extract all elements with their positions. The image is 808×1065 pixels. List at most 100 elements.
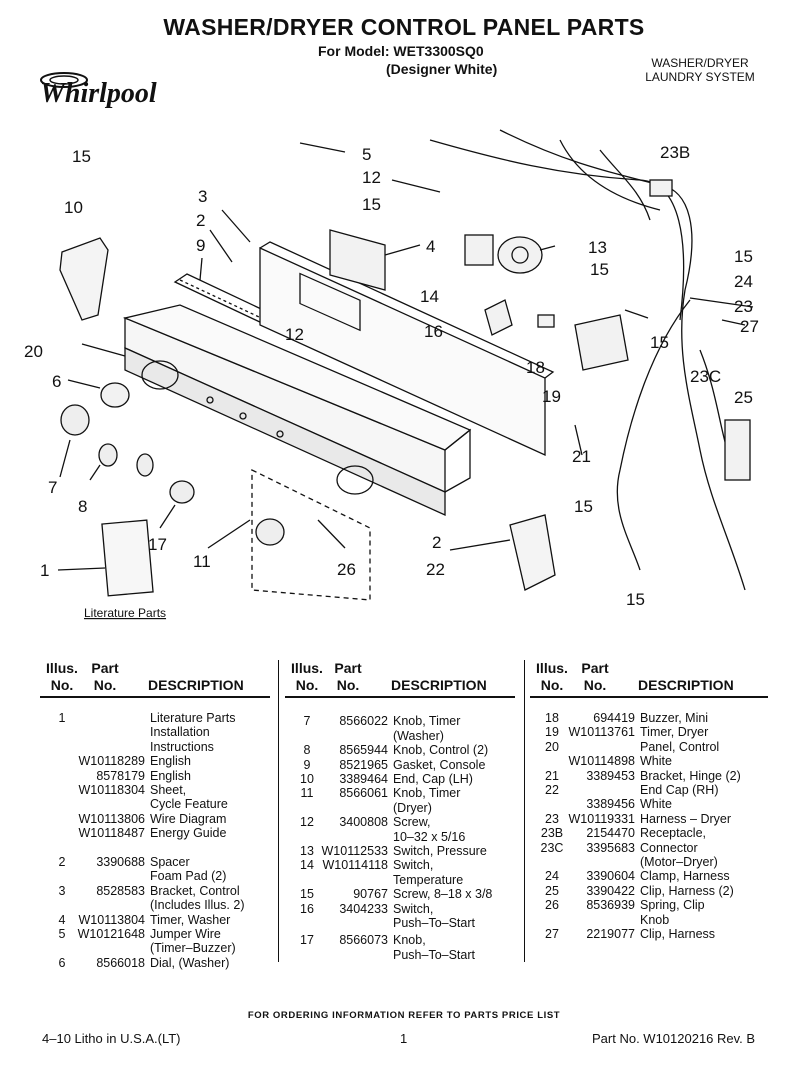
description: End, Cap (LH) (393, 772, 473, 786)
description: End Cap (RH) (640, 783, 719, 797)
illus-number: 13 (300, 844, 314, 858)
exploded-parts-diagram: 15 10 5 12 3 15 2 9 4 13 23B 15 24 15 23… (24, 129, 759, 620)
description: White (640, 797, 672, 812)
callout-6: 6 (52, 372, 61, 391)
part-number: 8566022 (339, 714, 388, 729)
description: Knob, Control (2) (393, 743, 489, 758)
header-illus-line-2: No. (50, 677, 74, 693)
callout-23c: 23C (690, 367, 721, 386)
part-number: 8566073 (339, 933, 388, 948)
litho-note: 4–10 Litho in U.S.A.(LT) (42, 1031, 181, 1046)
description: Clip, Harness (2) (640, 883, 734, 898)
part-number: W10114898 (568, 754, 636, 769)
callout-15-e: 15 (650, 333, 669, 352)
description: English (150, 754, 191, 769)
illus-number: 27 (545, 927, 559, 941)
header-illus-line-2: No. (540, 677, 564, 693)
part-number: 3390688 (96, 855, 145, 869)
part-number: W10114118 (322, 858, 388, 873)
system-line-2: LAUNDRY SYSTEM (645, 70, 755, 84)
header-description: DESCRIPTION (391, 677, 487, 693)
part-number: 2219077 (586, 927, 635, 941)
description: Receptacle, (640, 826, 707, 841)
description: Spring, Clip (640, 898, 705, 913)
header-part-line-1: Part (334, 660, 362, 676)
part-number: W10113804 (78, 912, 146, 927)
part-number: 8536939 (586, 898, 635, 913)
description: Timer, Dryer (640, 725, 709, 740)
illus-number: 10 (300, 772, 314, 786)
illus-number: 18 (545, 711, 559, 725)
callout-23: 23 (734, 297, 753, 316)
description: (Dryer) (393, 800, 432, 815)
description: Sheet, (150, 783, 187, 797)
callout-25: 25 (734, 388, 753, 407)
illus-number: 24 (545, 869, 559, 884)
callout-17: 17 (148, 535, 167, 554)
description: Switch, (393, 901, 434, 916)
header-part-line-2: No. (583, 677, 607, 693)
callout-5: 5 (362, 145, 371, 164)
system-label: WASHER/DRYER LAUNDRY SYSTEM (620, 56, 780, 84)
description: Literature Parts (150, 711, 236, 725)
description: (Motor–Dryer) (640, 855, 718, 869)
part-number: 3389464 (339, 772, 388, 786)
description: Energy Guide (150, 826, 227, 841)
model-line: For Model: WET3300SQ0 (318, 43, 484, 59)
illus-number: 9 (303, 757, 311, 772)
callout-21: 21 (572, 447, 591, 466)
header-part-line-2: No. (336, 677, 360, 693)
header-part-line-2: No. (93, 677, 117, 693)
illus-number: 12 (300, 815, 314, 830)
illus-number: 15 (300, 887, 314, 902)
document-part-number: Part No. W10120216 Rev. B (592, 1031, 756, 1046)
description: Foam Pad (2) (150, 869, 227, 884)
part-number: 3395683 (586, 840, 635, 855)
callout-8: 8 (78, 497, 87, 516)
illus-number: 19 (545, 725, 559, 740)
part-number: 3400808 (339, 815, 388, 830)
part-number: 8566018 (96, 955, 145, 970)
header-illus: Illus.No. (285, 660, 329, 694)
header-illus: Illus.No. (530, 660, 574, 694)
callout-12-b: 12 (285, 325, 304, 344)
callout-20: 20 (24, 342, 43, 361)
illus-number: 14 (300, 858, 314, 873)
callout-15-c: 15 (734, 247, 753, 266)
callout-15-g: 15 (626, 590, 645, 609)
description: (Washer) (393, 728, 444, 743)
header-rule (40, 696, 270, 698)
header-part-line-1: Part (91, 660, 119, 676)
description: Temperature (393, 872, 464, 887)
description: (Includes Illus. 2) (150, 898, 245, 913)
callout-15-b: 15 (362, 195, 381, 214)
part-number: 3389453 (586, 768, 635, 783)
callout-18: 18 (526, 358, 545, 377)
callout-15-d: 15 (590, 260, 609, 279)
illus-number: 17 (300, 933, 314, 948)
callout-12-a: 12 (362, 168, 381, 187)
description: Push–To–Start (393, 916, 475, 930)
description: Knob, Timer (393, 786, 461, 801)
header-description: DESCRIPTION (638, 677, 734, 693)
callout-27: 27 (740, 317, 759, 336)
page-number: 1 (400, 1031, 408, 1046)
description: Cycle Feature (150, 797, 228, 812)
illus-number: 25 (545, 883, 559, 898)
part-number: W10112533 (321, 844, 389, 858)
illus-number: 4 (58, 912, 66, 927)
brand-logo: Whirlpool (40, 78, 157, 109)
illus-number: 8 (303, 743, 311, 758)
illus-number: 7 (303, 714, 311, 729)
part-number: 3404233 (339, 901, 388, 916)
description: Panel, Control (640, 739, 720, 754)
callout-16: 16 (424, 322, 443, 341)
illus-number: 16 (300, 901, 314, 916)
part-number: W10118304 (78, 783, 146, 797)
illus-number: 21 (545, 768, 559, 783)
description: Screw, (393, 815, 431, 830)
part-number: W10113761 (568, 725, 636, 740)
header-rule (530, 696, 768, 698)
part-number: 2154470 (586, 826, 635, 841)
